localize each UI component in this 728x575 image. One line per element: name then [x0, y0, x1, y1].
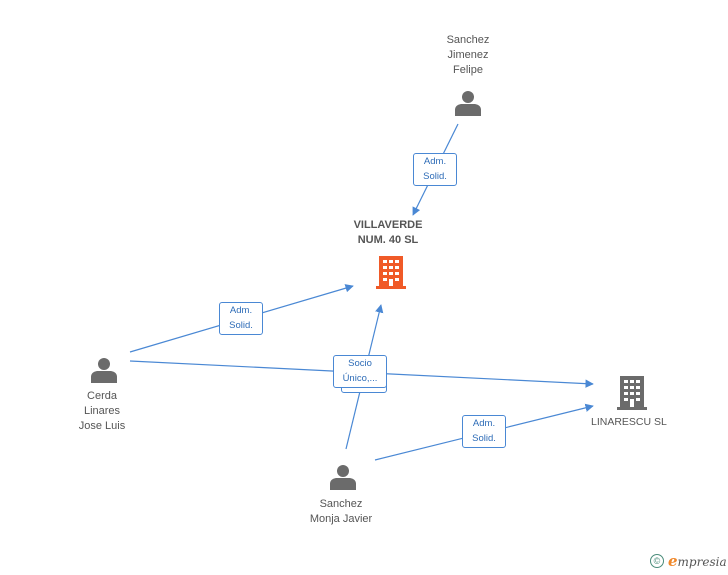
person-label-sanchez-jimenez[interactable]: Sanchez Jimenez Felipe	[418, 33, 518, 78]
copyright-brand[interactable]: © empresia	[650, 552, 727, 570]
person-label-cerda[interactable]: Cerda Linares Jose Luis	[52, 389, 152, 434]
copyright-icon: ©	[650, 554, 664, 568]
label-line: NUM. 40 SL	[357, 234, 419, 246]
person-icon[interactable]	[91, 358, 117, 383]
person-icon[interactable]	[455, 91, 481, 116]
company-label-villaverde[interactable]: VILLAVERDE NUM. 40 SL	[338, 218, 438, 248]
relation-line: Adm.	[472, 418, 496, 429]
label-line: Cerda	[87, 390, 117, 402]
relation-line: Adm.	[423, 156, 447, 167]
brand-logo: empresia	[668, 552, 727, 570]
relation-line: Adm.	[229, 305, 253, 316]
building-icon[interactable]	[617, 376, 647, 410]
relation-line: Solid.	[423, 171, 447, 182]
label-line: Jose Luis	[78, 420, 126, 432]
relation-line: Socio	[348, 358, 372, 369]
label-line: VILLAVERDE	[353, 219, 423, 231]
brand-initial: e	[668, 552, 678, 570]
label-line: Monja Javier	[309, 513, 373, 525]
label-line: Jimenez	[447, 49, 489, 61]
person-icon[interactable]	[330, 465, 356, 490]
relation-line: Solid.	[472, 433, 496, 444]
relation-line: Solid.	[229, 320, 253, 331]
label-line: Linares	[83, 405, 121, 417]
label-line: Sanchez	[319, 498, 363, 510]
relation-line: Único,...	[342, 373, 378, 384]
label-line: Sanchez	[446, 34, 490, 46]
company-label-linarescu[interactable]: LINARESCU SL	[591, 416, 667, 428]
person-label-sanchez-monja[interactable]: Sanchez Monja Javier	[291, 497, 391, 527]
relation-label-jimenez-villaverde[interactable]: Adm. Solid.	[413, 153, 457, 186]
building-icon[interactable]	[376, 256, 406, 289]
label-line: Felipe	[453, 64, 483, 76]
relation-label-socio-unico[interactable]: Socio Único,...	[333, 355, 387, 388]
label-line: LINARESCU SL	[591, 416, 667, 428]
relation-label-cerda-villaverde[interactable]: Adm. Solid.	[219, 302, 263, 335]
relation-label-monja-linarescu[interactable]: Adm. Solid.	[462, 415, 506, 448]
brand-name: mpresia	[677, 555, 727, 569]
